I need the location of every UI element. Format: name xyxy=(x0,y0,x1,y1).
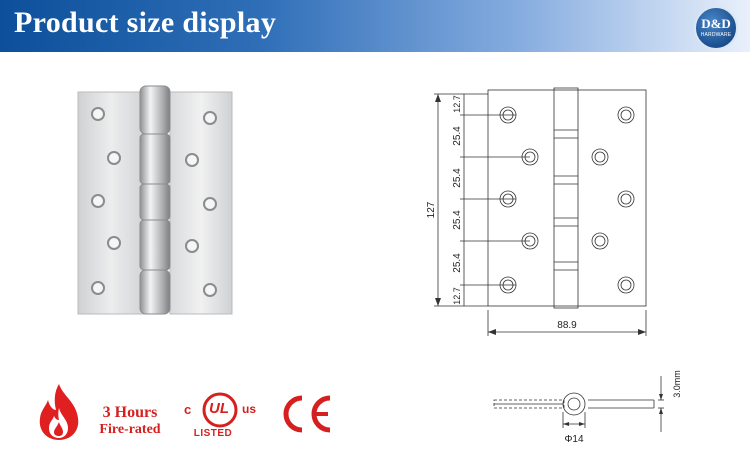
ul-ul-letters: UL xyxy=(209,400,229,417)
fire-rating-label: 3 Hours Fire-rated xyxy=(90,404,170,438)
dim-bottom: 12.7 xyxy=(452,287,462,305)
dim-pitch-3: 25.4 xyxy=(452,210,463,230)
dim-knuckle: Φ14 xyxy=(564,434,584,445)
dim-top: 12.7 xyxy=(452,95,462,113)
fire-rating-line1: 3 Hours xyxy=(102,404,158,421)
hinge-hole xyxy=(203,197,217,211)
hinge-knuckle-5 xyxy=(139,269,171,315)
hinge-hole xyxy=(185,153,199,167)
dim-thickness: 3.0mm xyxy=(672,370,682,398)
ce-mark-icon xyxy=(283,395,331,433)
hinge-hole xyxy=(203,111,217,125)
hinge-technical-drawing: 127 12.7 25.4 25.4 25.4 25.4 12.7 88.9 xyxy=(426,87,647,336)
hinge-hole xyxy=(91,194,105,208)
hinge-knuckle-2 xyxy=(139,133,171,185)
dim-pitch-2: 25.4 xyxy=(452,168,463,188)
hinge-knuckle-3 xyxy=(139,183,171,221)
ul-us-letters: us xyxy=(242,402,257,416)
ul-listed-mark-icon xyxy=(202,392,238,428)
side-knuckle-outer xyxy=(562,392,586,416)
hinge-hole xyxy=(91,107,105,121)
hinge-hole xyxy=(107,236,121,250)
hinge-right-leaf xyxy=(169,91,233,315)
hinge-hole xyxy=(185,239,199,253)
drawing-holes xyxy=(499,106,635,294)
logo-main-text: D&D xyxy=(701,16,731,31)
ul-listed-text: LISTED xyxy=(193,428,233,439)
dim-pitch-4: 25.4 xyxy=(452,253,463,273)
side-knuckle-inner xyxy=(567,397,581,411)
hinge-knuckle-4 xyxy=(139,219,171,271)
hinge-hole xyxy=(91,281,105,295)
hinge-side-view: Φ14 3.0mm xyxy=(493,370,682,445)
hinge-knuckle-1 xyxy=(139,85,171,135)
dim-width: 88.9 xyxy=(557,320,577,331)
hinge-product-photo xyxy=(77,85,233,315)
drawing-knuckle-strip xyxy=(553,87,579,309)
hinge-left-leaf xyxy=(77,91,145,315)
drawing-outline xyxy=(487,89,647,307)
brand-logo: D&D HARDWARE xyxy=(694,6,738,50)
hinge-hole xyxy=(107,151,121,165)
header-banner: Product size display D&D HARDWARE xyxy=(0,0,750,52)
fire-icon xyxy=(39,384,79,440)
dim-pitch-1: 25.4 xyxy=(452,126,463,146)
logo-sub-text: HARDWARE xyxy=(700,32,732,38)
page-title: Product size display xyxy=(14,6,277,39)
fire-rating-line2: Fire-rated xyxy=(99,422,161,437)
hinge-hole xyxy=(203,283,217,297)
dim-height: 127 xyxy=(426,201,437,218)
ul-c-letter: c xyxy=(184,402,192,417)
